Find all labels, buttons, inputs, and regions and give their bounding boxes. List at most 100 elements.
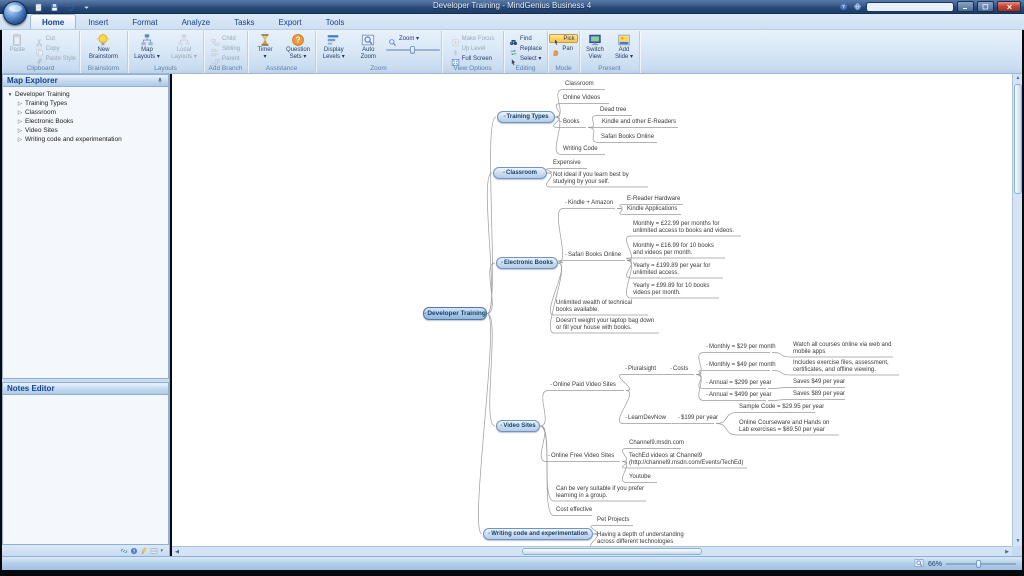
mindmap-node-vs-a499[interactable]: -Annual = $499 per year: [706, 392, 772, 399]
maximize-button[interactable]: [977, 1, 994, 12]
mindmap-node-video-sites[interactable]: -Video Sites: [496, 420, 540, 432]
tab-analyze[interactable]: Analyze: [181, 18, 211, 27]
mindmap-node-vs-m49[interactable]: -Monthly = $49 per month: [706, 362, 776, 369]
tree-collapsed-icon[interactable]: ▷: [17, 118, 23, 125]
collapse-indicator-icon[interactable]: -: [500, 260, 503, 266]
tab-tools[interactable]: Tools: [325, 18, 345, 27]
mindmap-node-vs-youtube[interactable]: Youtube: [629, 474, 657, 481]
replace-button[interactable]: Replace: [507, 44, 544, 56]
mindmap-node-cl-not-ideal[interactable]: Not ideal if you learn best by studying …: [553, 172, 648, 185]
mindmap-node-eb-unlimited[interactable]: Unlimited wealth of technical books avai…: [556, 300, 648, 313]
scroll-right-arrow[interactable]: ▶: [1005, 549, 1009, 555]
mindmap-node-root[interactable]: -Developer Training: [423, 307, 487, 320]
collapse-indicator-icon[interactable]: -: [706, 344, 708, 350]
tree-item-writing-code-and-experimentation[interactable]: ▷Writing code and experimentation: [3, 135, 168, 144]
mindmap-node-vs-free[interactable]: -Online Free Video Sites: [548, 453, 620, 460]
mindmap-node-vs-group[interactable]: Can be very suitable if you prefer learn…: [556, 486, 646, 499]
tree-collapsed-icon[interactable]: ▷: [17, 100, 23, 107]
collapse-indicator-icon[interactable]: -: [625, 415, 627, 421]
mindmap-node-tt-writing-code[interactable]: Writing Code: [563, 146, 605, 153]
mindmap-node-electronic-books[interactable]: -Electronic Books: [496, 257, 558, 269]
select-button[interactable]: Select ▾: [507, 54, 544, 66]
mindmap-node-eb-ereader-hw[interactable]: E-Reader Hardware: [627, 196, 683, 203]
scroll-left-arrow[interactable]: ◀: [175, 549, 179, 555]
mindmap-node-vs-m29[interactable]: -Monthly = $29 per month: [706, 344, 776, 351]
mindmap-node-vs-a499-d[interactable]: Saves $89 per year: [793, 391, 845, 398]
mindmap-node-vs-channel9[interactable]: Channel9.msdn.com: [629, 440, 684, 447]
mindmap-node-tt-classroom[interactable]: Classroom: [565, 81, 605, 88]
tree-item-electronic-books[interactable]: ▷Electronic Books: [3, 117, 168, 126]
mindmap-node-vs-m49-d[interactable]: Includes exercise files, assessment, cer…: [793, 360, 899, 373]
tab-tasks[interactable]: Tasks: [234, 18, 255, 27]
tree-item-training-types[interactable]: ▷Training Types: [3, 99, 168, 108]
paste-style-button[interactable]: Paste Style: [33, 54, 78, 66]
make-focus-button[interactable]: Make Focus: [449, 34, 497, 46]
mindmap-node-eb-m2[interactable]: Monthly = £16.99 for 10 books and videos…: [633, 243, 725, 256]
scroll-up-arrow[interactable]: ▲: [1015, 75, 1021, 81]
pan-button[interactable]: Pan: [549, 44, 577, 56]
collapse-indicator-icon[interactable]: -: [565, 200, 567, 206]
mindmap-node-vs-paid[interactable]: -Online Paid Video Sites: [550, 382, 624, 389]
collapse-indicator-icon[interactable]: -: [706, 392, 708, 398]
notes-more-icon[interactable]: ▾: [160, 547, 163, 554]
collapse-indicator-icon[interactable]: -: [500, 423, 503, 429]
tab-insert[interactable]: Insert: [88, 18, 109, 27]
mindmap-node-vs-courseware[interactable]: Online Courseware and Hands on Lab exerc…: [739, 420, 839, 433]
mindmap-node-vs-cost[interactable]: Cost effective: [556, 507, 592, 514]
mindmap-node-cl-expensive[interactable]: Expensive: [553, 160, 587, 167]
tree-item-classroom[interactable]: ▷Classroom: [3, 108, 168, 117]
mindmap-node-classroom[interactable]: -Classroom: [493, 167, 547, 179]
collapse-indicator-icon[interactable]: -: [550, 382, 552, 388]
pencil-icon[interactable]: [140, 542, 148, 560]
mindmap-node-writing-code[interactable]: -Writing code and experimentation: [483, 528, 593, 540]
tab-format[interactable]: Format: [132, 18, 158, 27]
mindmap-node-eb-m1[interactable]: Monthly = £22.99 per months for unlimite…: [633, 221, 741, 234]
ribbon-zoom-slider-thumb[interactable]: [410, 46, 415, 54]
mindmap-node-eb-y1[interactable]: Yearly = £199.89 per year for unlimited …: [633, 263, 723, 276]
link-icon[interactable]: [120, 542, 128, 560]
full-screen-button[interactable]: Full Screen: [449, 54, 497, 66]
mindmap-node-vs-a299-d[interactable]: Saves $49 per year: [793, 379, 845, 386]
status-zoom-slider-thumb[interactable]: [976, 560, 981, 568]
tree-expanded-icon[interactable]: ▾: [8, 91, 12, 98]
mindmap-node-eb-y2[interactable]: Yearly = £99.89 for 10 books videos per …: [633, 283, 719, 296]
save-icon[interactable]: [48, 2, 61, 13]
fit-map-icon[interactable]: [914, 555, 924, 573]
mindmap-node-tt-dead-tree[interactable]: Dead tree: [600, 107, 632, 114]
application-menu-orb[interactable]: [3, 1, 27, 25]
mindmap-node-vs-pluralsight[interactable]: -Pluralsight: [625, 366, 663, 373]
collapse-indicator-icon[interactable]: -: [548, 453, 550, 459]
notes-editor-body[interactable]: [2, 395, 169, 545]
collapse-indicator-icon[interactable]: -: [565, 252, 567, 258]
tree-collapsed-icon[interactable]: ▷: [17, 127, 23, 134]
tree-collapsed-icon[interactable]: ▷: [17, 109, 23, 116]
collapse-indicator-icon[interactable]: -: [560, 119, 562, 125]
mindmap-node-tt-online-videos[interactable]: Online Videos: [563, 95, 609, 102]
horizontal-scroll-thumb[interactable]: [522, 548, 702, 555]
mindmap-node-tt-kindle[interactable]: Kindle and other E-Readers: [602, 119, 678, 126]
mindmap-node-eb-kindle-amazon[interactable]: -Kindle + Amazon: [565, 200, 615, 207]
find-button[interactable]: Find: [507, 34, 544, 46]
tree-item-developer-training[interactable]: ▾Developer Training: [3, 90, 168, 99]
child-button[interactable]: Child: [209, 34, 242, 46]
help-icon[interactable]: ?: [838, 1, 849, 12]
tree-item-video-sites[interactable]: ▷Video Sites: [3, 126, 168, 135]
sibling-button[interactable]: Sibling: [209, 44, 242, 57]
collapse-indicator-icon[interactable]: -: [502, 170, 505, 176]
table-icon[interactable]: [150, 542, 158, 560]
collapse-indicator-icon[interactable]: -: [678, 415, 680, 421]
undo-icon[interactable]: [64, 2, 77, 13]
mindmap-node-tt-safari[interactable]: Safari Books Online: [601, 134, 657, 141]
scroll-down-arrow[interactable]: ▼: [1015, 538, 1021, 544]
collapse-indicator-icon[interactable]: -: [706, 362, 708, 368]
mindmap-node-vs-a299[interactable]: -Annual = $299 per year: [706, 380, 772, 387]
collapse-indicator-icon[interactable]: -: [488, 531, 491, 537]
mindmap-node-vs-m29-d[interactable]: Watch all courses online via web and mob…: [793, 342, 893, 355]
collapse-indicator-icon[interactable]: -: [706, 380, 708, 386]
notes-help-icon[interactable]: ?: [130, 542, 138, 560]
